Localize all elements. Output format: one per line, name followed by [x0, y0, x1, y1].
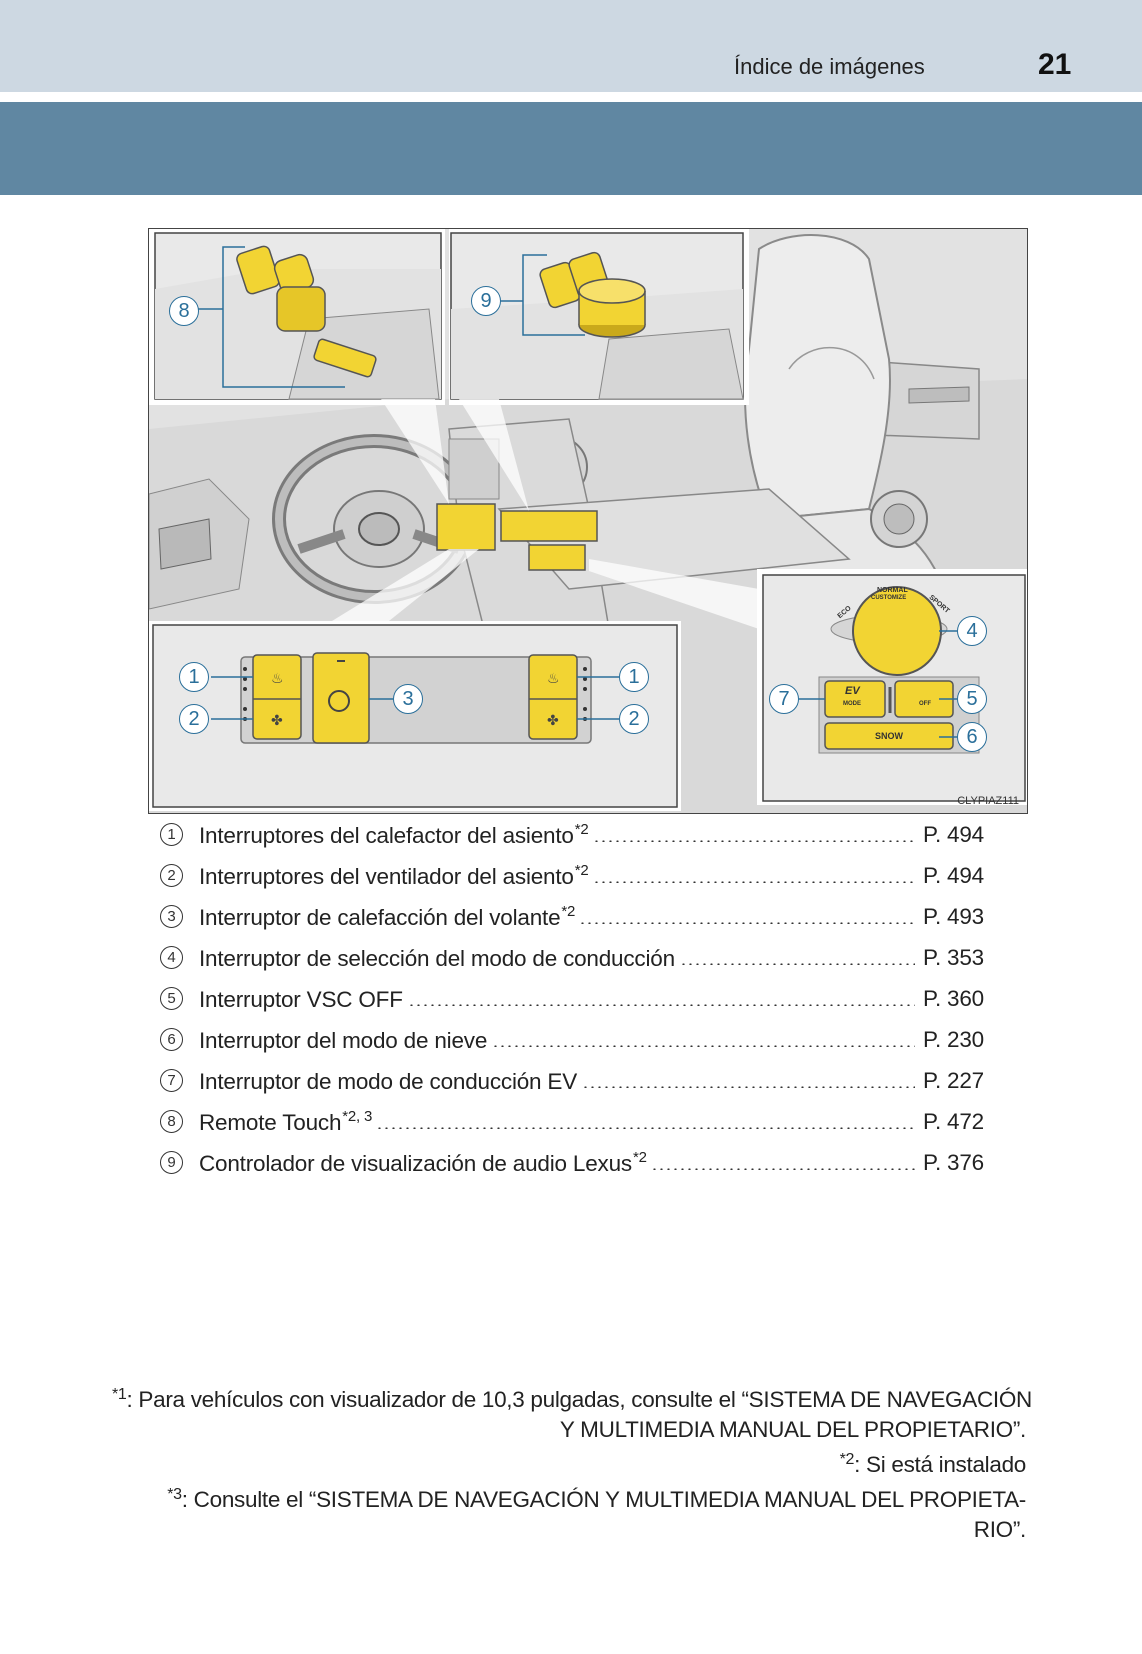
footnote-1: *1: Para vehículos con visualizador de 1… — [112, 1380, 1032, 1415]
item-note: *2 — [574, 861, 589, 879]
callout-1-right: 1 — [619, 662, 649, 692]
page-number: 21 — [1038, 48, 1072, 81]
leader-dots — [650, 1167, 916, 1170]
header-gap — [0, 92, 1142, 102]
item-label: Interruptor de selección del modo de con… — [199, 945, 675, 971]
leader-dots — [579, 921, 916, 924]
leader-dots — [376, 1126, 916, 1129]
footnote-3: *3: Consulte el “SISTEMA DE NAVEGACIÓN Y… — [112, 1480, 1026, 1515]
footnote-mark: *2 — [839, 1451, 855, 1468]
item-label: Interruptores del ventilador del asiento — [199, 863, 574, 889]
leader-dots — [582, 1085, 916, 1088]
item-number: 9 — [160, 1151, 183, 1174]
footnote-text: : Si está instalado — [854, 1452, 1026, 1477]
item-number: 6 — [160, 1028, 183, 1051]
page-reference[interactable]: P. 493 — [923, 903, 984, 929]
leader-dots — [592, 880, 916, 883]
page-reference[interactable]: P. 472 — [923, 1108, 984, 1134]
label-customize: CUSTOMIZE — [871, 595, 907, 601]
callout-3: 3 — [393, 684, 423, 714]
list-item: 4 Interruptor de selección del modo de c… — [158, 937, 984, 978]
label-off: OFF — [919, 701, 931, 707]
item-number: 3 — [160, 905, 183, 928]
list-item: 9 Controlador de visualización de audio … — [158, 1142, 984, 1183]
cockpit-drawing: ♨ ✤ ♨ ✤ — [149, 229, 1027, 813]
callout-8: 8 — [169, 296, 199, 326]
cockpit-illustration: ♨ ✤ ♨ ✤ NORMAL CUSTOMIZE ECO SPORT EV MO… — [148, 228, 1028, 814]
list-item: 1 Interruptores del calefactor del asien… — [158, 814, 984, 855]
section-title: Índice de imágenes — [734, 54, 925, 79]
item-label: Interruptor de modo de conducción EV — [199, 1068, 578, 1094]
leader-dots — [679, 962, 916, 965]
svg-text:♨: ♨ — [547, 671, 560, 687]
footnote-text: : Consulte el “SISTEMA DE NAVEGACIÓN Y M… — [181, 1487, 1027, 1512]
item-label: Interruptor de calefacción del volante — [199, 904, 561, 930]
svg-text:✤: ✤ — [547, 713, 559, 729]
item-note: *2 — [574, 820, 589, 838]
footnote-2: *2: Si está instalado — [112, 1445, 1027, 1480]
leader-dots — [492, 1044, 916, 1047]
list-item: 8 Remote Touch*2, 3 P. 472 — [158, 1101, 984, 1142]
callout-6: 6 — [957, 722, 987, 752]
footnotes: *1: Para vehículos con visualizador de 1… — [112, 1380, 1032, 1545]
item-number: 7 — [160, 1069, 183, 1092]
item-label: Interruptor VSC OFF — [199, 986, 403, 1012]
callout-2-right: 2 — [619, 704, 649, 734]
list-item: 6 Interruptor del modo de nieve P. 230 — [158, 1019, 984, 1060]
callout-7: 7 — [769, 684, 799, 714]
header-band — [0, 102, 1142, 195]
page-reference[interactable]: P. 376 — [923, 1149, 984, 1175]
item-note: *2, 3 — [342, 1107, 373, 1125]
footnote-text: RIO”. — [973, 1517, 1027, 1542]
item-note: *2 — [561, 902, 576, 920]
label-snow: SNOW — [875, 731, 903, 741]
item-number: 5 — [160, 987, 183, 1010]
figure-code: CLYPIAZ111 — [957, 795, 1019, 807]
page-reference[interactable]: P. 360 — [923, 985, 984, 1011]
footnote-mark: *1 — [112, 1386, 127, 1403]
page-reference[interactable]: P. 494 — [923, 862, 984, 888]
callout-5: 5 — [957, 684, 987, 714]
list-item: 2 Interruptores del ventilador del asien… — [158, 855, 984, 896]
label-ev: EV — [845, 685, 860, 697]
callout-9: 9 — [471, 286, 501, 316]
label-mode: MODE — [843, 701, 861, 707]
item-number: 4 — [160, 946, 183, 969]
leader-dots — [592, 839, 916, 842]
item-number: 2 — [160, 864, 183, 887]
footnote-text: : Para vehículos con visualizador de 10,… — [126, 1387, 1033, 1412]
leader-dots — [407, 1003, 916, 1006]
item-number: 8 — [160, 1110, 183, 1133]
page-reference[interactable]: P. 230 — [923, 1026, 984, 1052]
item-label: Interruptor del modo de nieve — [199, 1027, 488, 1053]
list-item: 3 Interruptor de calefacción del volante… — [158, 896, 984, 937]
label-normal: NORMAL — [877, 587, 908, 594]
page-reference[interactable]: P. 353 — [923, 944, 984, 970]
page-reference[interactable]: P. 494 — [923, 821, 984, 847]
item-label: Interruptores del calefactor del asiento — [199, 822, 574, 848]
item-label: Controlador de visualización de audio Le… — [199, 1150, 632, 1176]
list-item: 7 Interruptor de modo de conducción EV P… — [158, 1060, 984, 1101]
callout-2-left: 2 — [179, 704, 209, 734]
footnote-mark: *3 — [167, 1486, 182, 1503]
footnote-3-cont: RIO”. — [112, 1515, 1027, 1545]
page-reference[interactable]: P. 227 — [923, 1067, 984, 1093]
svg-text:✤: ✤ — [271, 713, 283, 729]
header-strip — [0, 0, 1142, 92]
component-list: 1 Interruptores del calefactor del asien… — [158, 814, 984, 1183]
item-label: Remote Touch — [199, 1109, 342, 1135]
svg-text:♨: ♨ — [271, 671, 284, 687]
list-item: 5 Interruptor VSC OFF P. 360 — [158, 978, 984, 1019]
callout-4: 4 — [957, 616, 987, 646]
item-number: 1 — [160, 823, 183, 846]
footnote-1-cont: Y MULTIMEDIA MANUAL DEL PROPIETARIO”. — [112, 1415, 1026, 1445]
callout-1-left: 1 — [179, 662, 209, 692]
item-note: *2 — [632, 1148, 647, 1166]
footnote-text: Y MULTIMEDIA MANUAL DEL PROPIETARIO”. — [559, 1417, 1026, 1442]
